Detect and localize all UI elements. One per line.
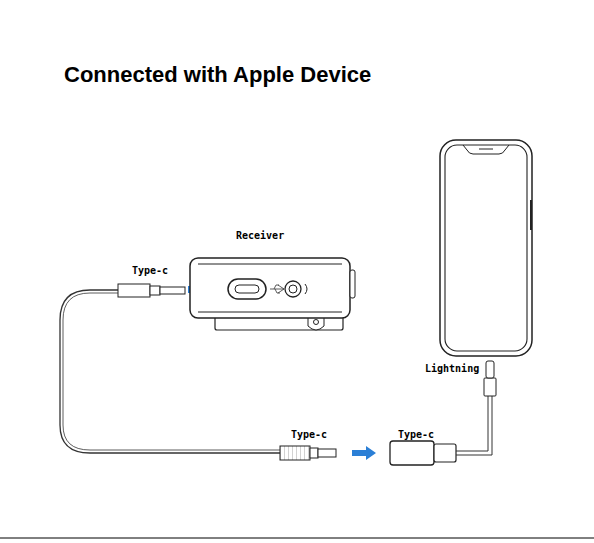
connector-label: Type-c [131,265,169,276]
receiver-device [190,258,355,330]
insert-arrow [352,446,376,460]
connector-label: Type-c [290,429,328,440]
lightning-adapter [390,361,496,465]
type-c-plug [280,446,336,460]
connector-label: Lightning [424,363,480,374]
device-label: Receiver [235,230,285,241]
phone [440,140,532,356]
bottom-rule [0,538,594,539]
diagram-title: Connected with Apple Device [64,62,371,88]
connector-label: Type-c [397,429,435,440]
type-c-plug [118,284,185,297]
